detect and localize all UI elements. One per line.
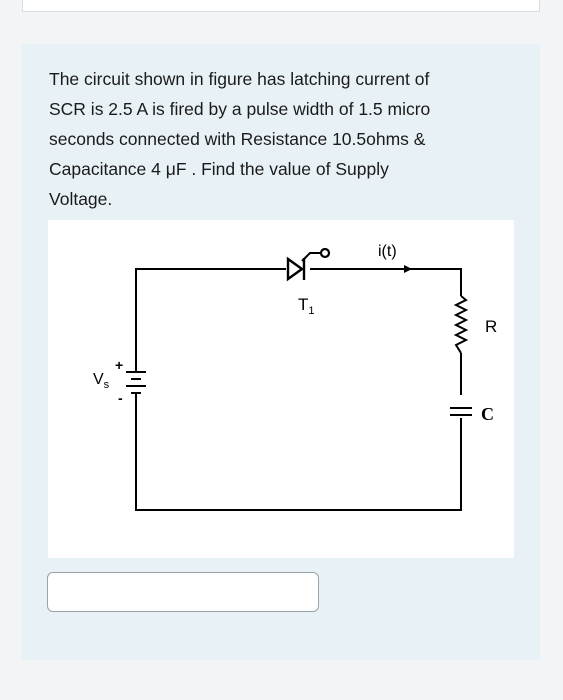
question-text: The circuit shown in figure has latching…	[49, 69, 431, 209]
answer-input[interactable]	[48, 573, 318, 611]
scr-triangle	[286, 256, 305, 282]
resistor-label: R	[485, 317, 497, 336]
thyristor-label: T1	[298, 295, 315, 317]
circuit-diagram: i(t) T1 Vs + - R C	[93, 243, 497, 511]
scr-gate-terminal	[319, 247, 331, 259]
circuit-figure: i(t) T1 Vs + - R C	[48, 220, 514, 558]
current-label: i(t)	[378, 243, 397, 260]
previous-card	[22, 0, 540, 12]
wire-right-top	[310, 268, 462, 296]
capacitor-label: C	[481, 404, 494, 424]
plus-sign: +	[115, 357, 123, 373]
minus-sign: -	[118, 390, 123, 406]
resistor-zigzag	[453, 295, 469, 354]
wire-left-top	[135, 268, 286, 372]
current-arrow-head	[404, 265, 412, 273]
source-label: Vs	[93, 371, 110, 391]
wire-right-bottom	[135, 400, 462, 511]
question-panel: The circuit shown in figure has latching…	[22, 44, 540, 660]
answer-box[interactable]	[47, 572, 319, 612]
